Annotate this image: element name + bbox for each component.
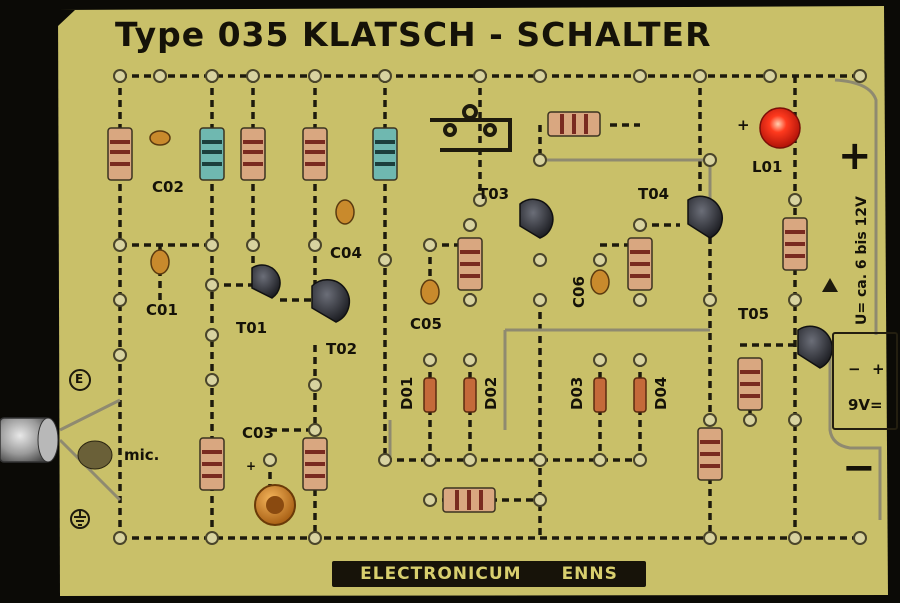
ground-icon <box>70 509 90 529</box>
label-l01: L01 <box>752 158 783 176</box>
label-t05: T05 <box>738 305 770 323</box>
label-mic: mic. <box>124 446 160 464</box>
capacitors <box>149 130 610 305</box>
label-d01: D01 <box>398 376 416 410</box>
footer-city: ENNS <box>561 564 618 584</box>
label-e: E <box>75 372 84 386</box>
label-t01: T01 <box>236 319 268 337</box>
label-c06: C06 <box>570 276 588 308</box>
label-d04: D04 <box>652 376 670 410</box>
led-plus-sign: + <box>737 116 750 134</box>
supply-voltage-label: U= ca. 6 bis 12V <box>854 196 870 325</box>
e-marker-circle <box>69 369 91 391</box>
led-l01 <box>759 107 801 149</box>
supply-plus-sign: + <box>838 133 872 179</box>
label-t02: T02 <box>326 340 358 358</box>
microphone <box>0 417 113 470</box>
battery-voltage: 9V= <box>848 396 883 414</box>
footer-brand: ELECTRONICUM <box>360 564 522 584</box>
label-t04: T04 <box>638 185 670 203</box>
relay-symbol <box>430 104 512 152</box>
battery-minus: − <box>848 360 861 378</box>
label-d02: D02 <box>482 376 500 410</box>
label-c05: C05 <box>410 315 442 333</box>
battery-symbol: − + 9V= <box>832 332 898 430</box>
resistor-bands-teal <box>202 140 395 166</box>
c03-plus-sign: + <box>246 459 257 473</box>
label-c02: C02 <box>152 178 184 196</box>
label-d03: D03 <box>568 376 586 410</box>
label-c03: C03 <box>242 424 274 442</box>
solder-pads <box>113 69 867 545</box>
arrow-marker <box>822 278 838 292</box>
transistors <box>251 195 833 369</box>
footer-plate: ELECTRONICUM ENNS <box>332 561 646 587</box>
label-t03: T03 <box>478 185 510 203</box>
battery-plus: + <box>872 360 885 378</box>
label-c04: C04 <box>330 244 362 262</box>
diodes <box>423 377 647 413</box>
label-c01: C01 <box>146 301 178 319</box>
supply-minus-sign: − <box>842 445 876 491</box>
resistor-bands <box>110 114 805 510</box>
board-title: Type 035 KLATSCH - SCHALTER <box>115 15 712 54</box>
